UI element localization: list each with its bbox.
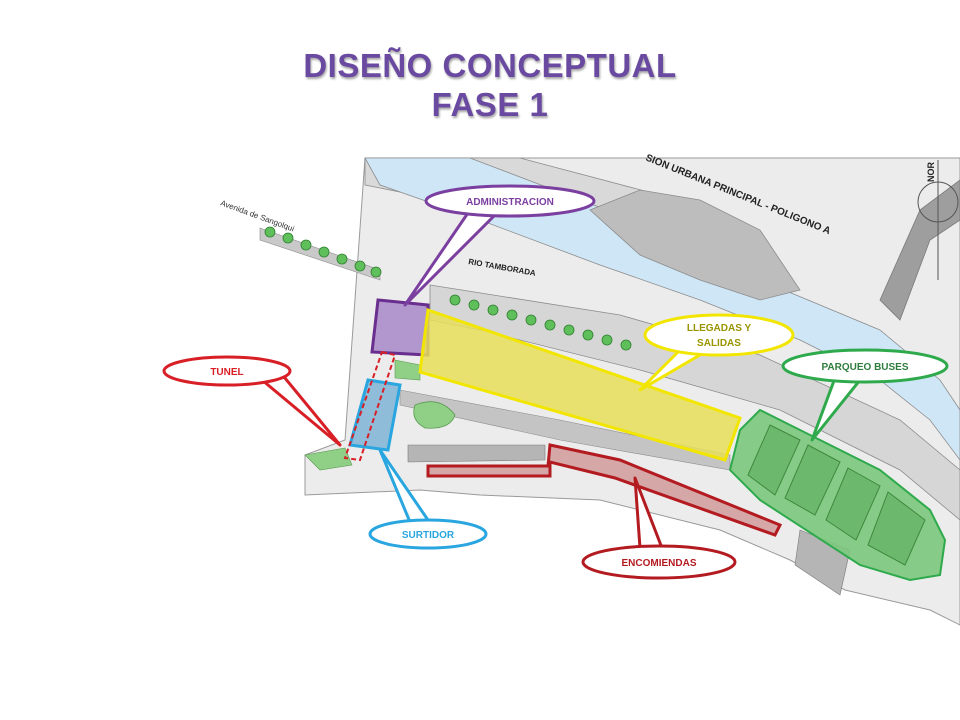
street-avenida-label: Avenida de Sangolqui	[219, 198, 295, 233]
parqueo-label: PARQUEO BUSES	[821, 362, 908, 373]
north-label: NOR	[926, 162, 936, 183]
encomiendas-callout	[581, 544, 737, 580]
tunel-pointer	[260, 370, 342, 447]
title-line-1: DISEÑO CONCEPTUAL	[303, 47, 677, 84]
llegadas-label-line2: SALIDAS	[697, 338, 741, 349]
green-island	[413, 401, 456, 429]
hill-area	[589, 189, 801, 301]
administracion-label: ADMINISTRACION	[466, 197, 554, 208]
encomiendas-label: ENCOMIENDAS	[621, 558, 696, 569]
trees-row-1	[264, 226, 382, 278]
tunel-label: TUNEL	[210, 367, 243, 378]
parqueo-callout	[781, 348, 949, 384]
green-corner	[394, 359, 421, 381]
surtidor-label: SURTIDOR	[402, 530, 455, 541]
administracion-callout	[424, 184, 596, 218]
llegadas-callout	[643, 313, 795, 357]
parking-row-mid	[407, 444, 546, 463]
tunel-callout	[162, 355, 292, 387]
tunel-area	[343, 350, 397, 462]
bus-slots	[747, 424, 926, 566]
surtidor-callout	[368, 518, 488, 550]
trees-row-2	[449, 294, 632, 351]
title-line-2: FASE 1	[431, 86, 549, 123]
llegadas-label-line1: LLEGADAS Y	[687, 323, 752, 334]
encomiendas-area	[426, 443, 783, 537]
llegadas-salidas-area	[418, 307, 742, 462]
green-left	[304, 447, 353, 471]
administracion-area	[370, 298, 430, 357]
